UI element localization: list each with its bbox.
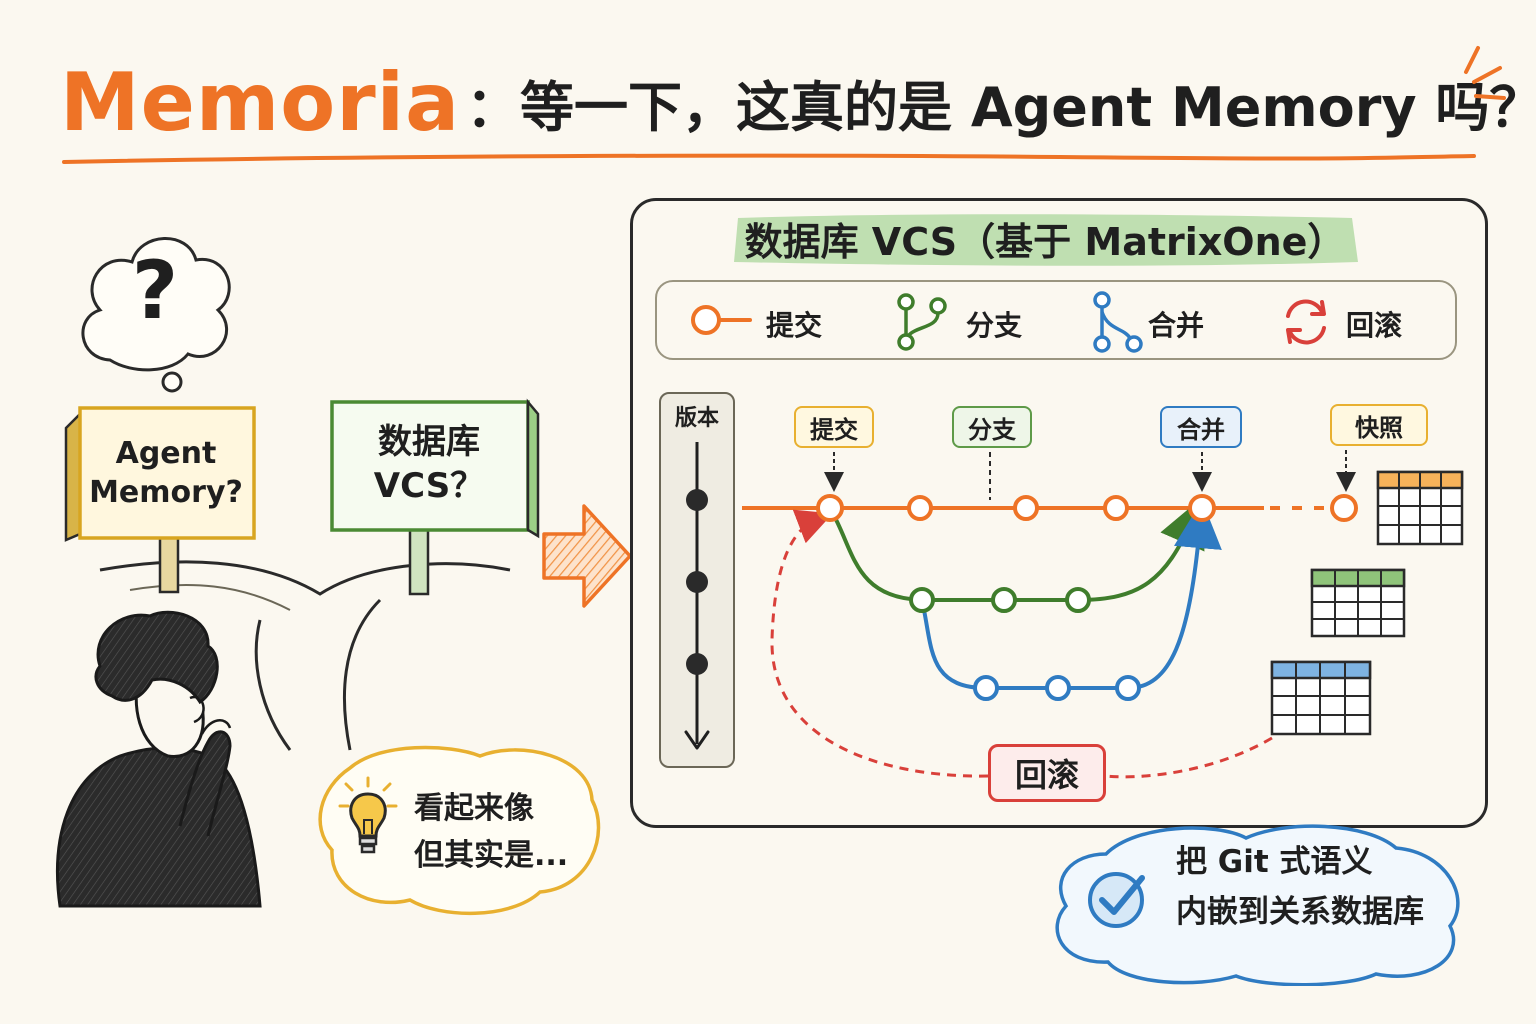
legend-label-rollback: 回滚: [1346, 309, 1403, 342]
check-icon: [1088, 872, 1145, 928]
sign-left-board: [64, 406, 256, 594]
version-dot: [686, 571, 708, 593]
tag-merge: 合并: [1160, 406, 1242, 448]
sign-left-label: Agent Memory?: [82, 414, 250, 532]
commit-icon: [691, 305, 752, 335]
sign-right-line2: VCS？: [373, 466, 485, 506]
branch-table-icon: [1310, 568, 1406, 638]
legend-label-commit: 提交: [766, 309, 823, 342]
commit-node: [816, 494, 844, 522]
merge-node: [1045, 675, 1071, 701]
title-brand: Memoria: [60, 55, 461, 149]
commit-node: [1103, 495, 1129, 521]
sign-right-board: [330, 398, 540, 596]
branch-node: [991, 587, 1017, 613]
rollback-tag: 回滚: [988, 744, 1106, 802]
commit-node: [1330, 494, 1358, 522]
rollback-icon: [1286, 299, 1326, 345]
lightbulb-icon: [338, 776, 398, 854]
tag-commit: 提交: [794, 406, 874, 448]
branch-node: [909, 587, 935, 613]
commit-graph: [742, 450, 1358, 779]
page-title: Memoria ：等一下，这真的是 Agent Memory 吗？: [60, 52, 1536, 152]
conclusion-text: 把 Git 式语义 内嵌到关系数据库: [1176, 838, 1424, 937]
conclusion-line1: 把 Git 式语义: [1176, 844, 1373, 880]
sign-right-label: 数据库 VCS？: [334, 404, 524, 524]
transition-arrow-icon: [542, 504, 632, 608]
idea-line2: 但其实是...: [414, 837, 569, 873]
thought-cloud: [81, 237, 231, 393]
snapshot-table-icon: [1376, 470, 1464, 546]
commit-node: [1188, 494, 1216, 522]
commit-node: [907, 495, 933, 521]
sign-right-line1: 数据库: [377, 421, 480, 462]
merge-node: [973, 675, 999, 701]
person-figure: [56, 610, 262, 908]
tag-branch: 分支: [952, 406, 1032, 448]
vcs-panel: [630, 198, 1488, 828]
sign-left-line2: Memory?: [89, 475, 243, 510]
emphasis-marks: [1464, 46, 1506, 100]
panel-title: 数据库 VCS（基于 MatrixOne）: [744, 219, 1346, 264]
branch-node: [1065, 587, 1091, 613]
title-text: ：等一下，这真的是 Agent Memory 吗？: [466, 75, 1536, 139]
commit-node: [1013, 495, 1039, 521]
merge-node: [1115, 675, 1141, 701]
legend-label-merge: 合并: [1148, 309, 1205, 342]
idea-bubble: [318, 745, 601, 916]
legend-label-branch: 分支: [966, 309, 1023, 342]
branch-icon: [897, 293, 947, 351]
version-axis: [684, 442, 710, 750]
question-mark: ?: [131, 244, 179, 337]
idea-line1: 看起来像: [414, 791, 534, 826]
tag-snapshot: 快照: [1330, 404, 1428, 446]
version-dot: [686, 489, 708, 511]
panel-title-highlight: [734, 214, 1358, 266]
idea-text: 看起来像 但其实是...: [414, 786, 568, 879]
sign-left-line1: Agent: [115, 436, 217, 471]
legend-box: [655, 280, 1457, 360]
conclusion-line2: 内嵌到关系数据库: [1176, 893, 1424, 930]
merge-table-icon: [1270, 660, 1372, 736]
title-underline: [62, 153, 1476, 164]
version-dot: [686, 653, 708, 675]
conclusion-cloud: [1055, 824, 1460, 986]
merge-icon: [1093, 291, 1143, 353]
version-label: 版本: [674, 406, 719, 431]
